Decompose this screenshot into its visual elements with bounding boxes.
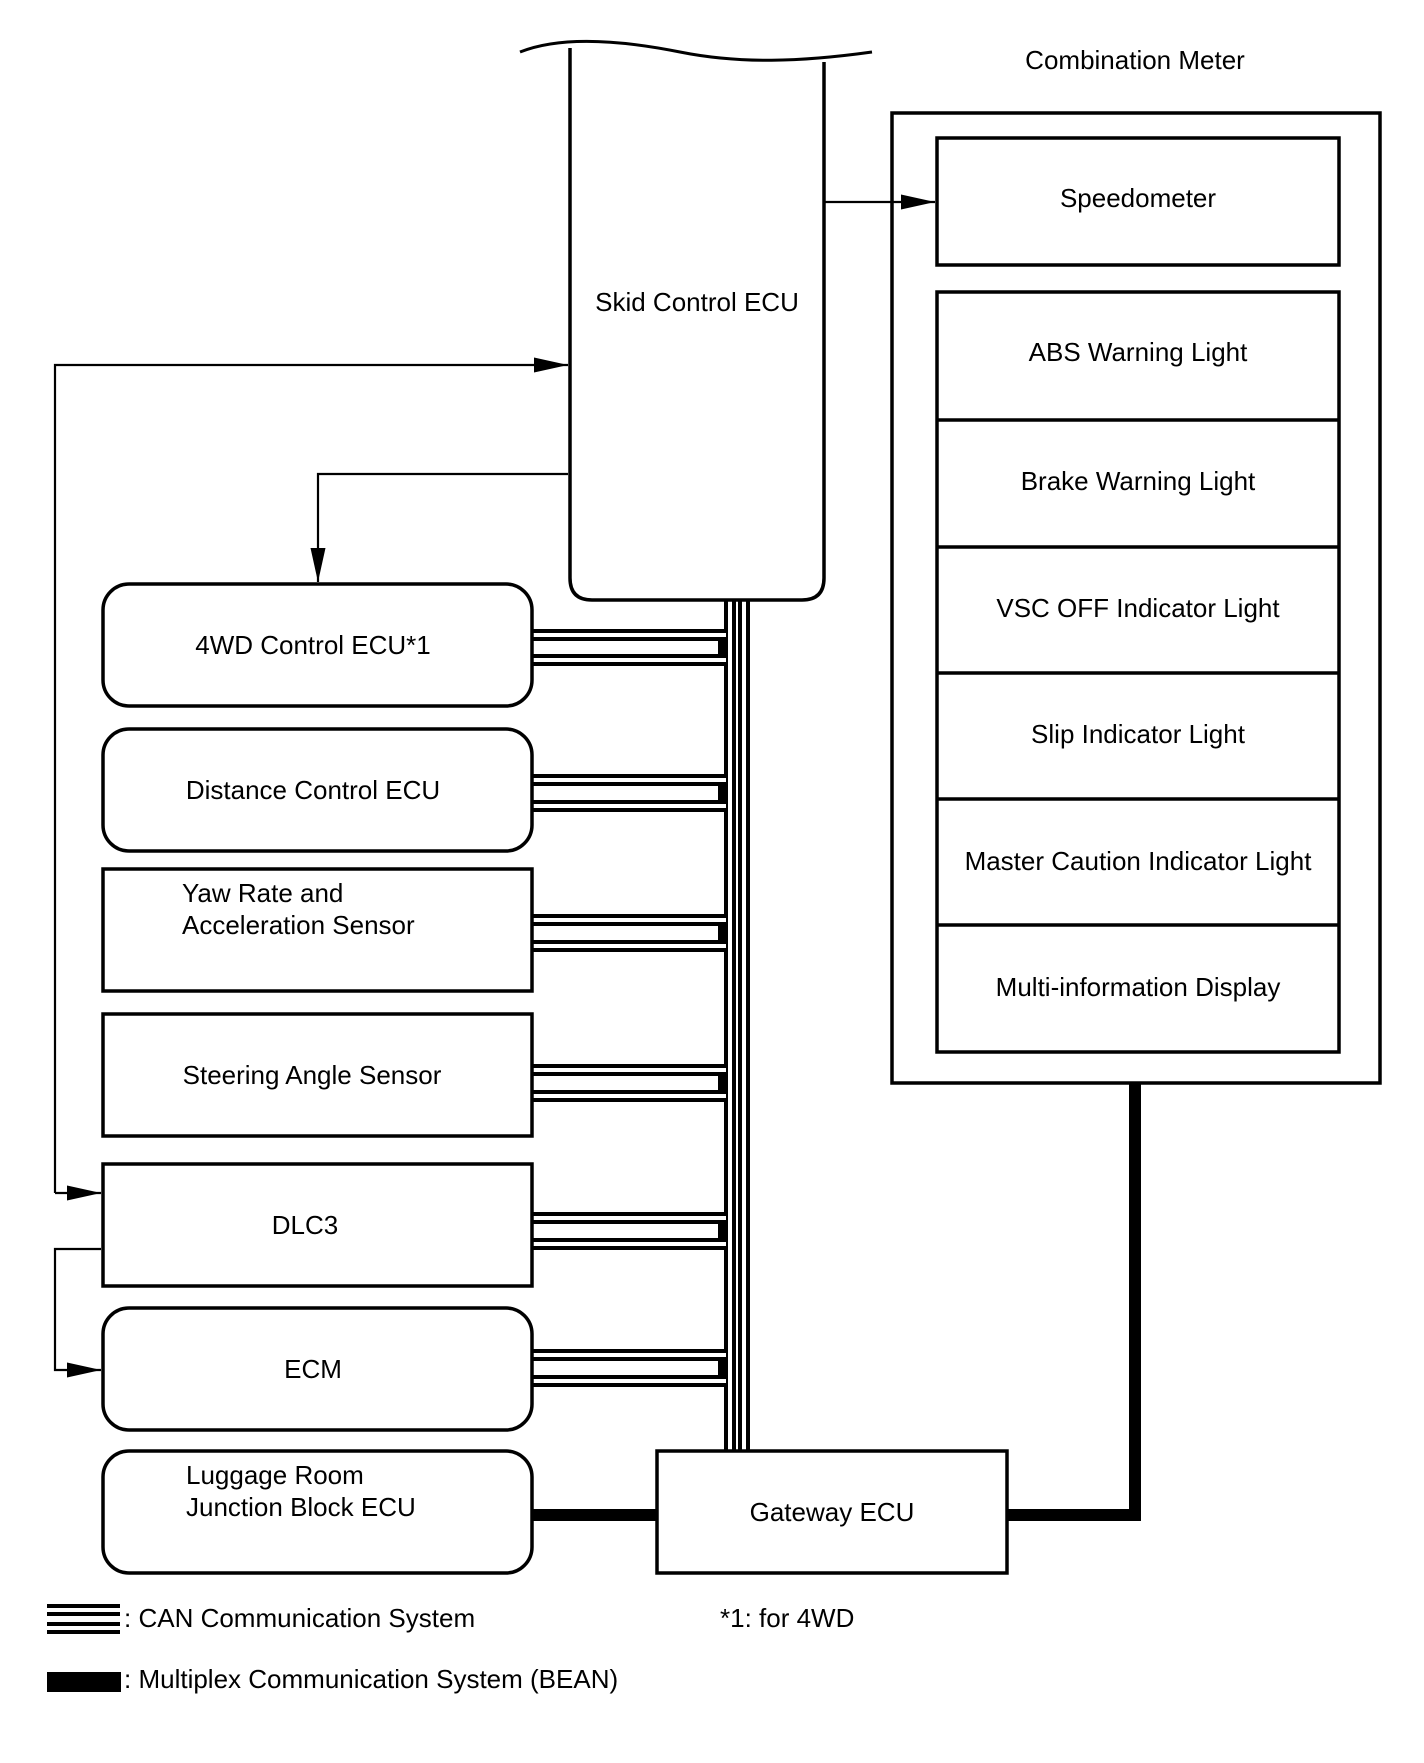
skid-control-ecu-label: Skid Control ECU xyxy=(595,286,799,317)
legend-can-label: : CAN Communication System xyxy=(124,1603,476,1633)
combination-meter-title: Combination Meter xyxy=(1025,44,1245,75)
ecm-shape xyxy=(101,1306,534,1432)
meter-item-slip-indicator: Slip Indicator Light xyxy=(1031,718,1245,749)
legend-bean-label: : Multiplex Communication System (BEAN) xyxy=(124,1664,619,1694)
distance-control-ecu-label: Distance Control ECU xyxy=(185,774,441,805)
gateway-ecu-shape xyxy=(655,1449,1009,1575)
skid-control-ecu-shape xyxy=(519,39,873,602)
bean-bus xyxy=(532,1082,1141,1521)
4wd-control-ecu-shape xyxy=(101,582,534,708)
can-bus xyxy=(532,600,750,1452)
meter-item-master-caution: Master Caution Indicator Light xyxy=(964,845,1312,876)
steering-angle-sensor-label: Steering Angle Sensor xyxy=(182,1059,442,1090)
combination-meter-frame xyxy=(890,111,1382,1085)
gateway-ecu-label: Gateway ECU xyxy=(749,1496,915,1527)
meter-item-brake-warning-light: Brake Warning Light xyxy=(1020,465,1256,496)
dlc3-shape xyxy=(101,1162,534,1288)
meter-item-vsc-off-indicator: VSC OFF Indicator Light xyxy=(996,592,1280,623)
meter-item-multi-info-display: Multi-information Display xyxy=(995,971,1281,1002)
meter-item-speedometer: Speedometer xyxy=(1059,182,1217,213)
ecm-label: ECM xyxy=(284,1353,342,1384)
yaw-rate-sensor-shape xyxy=(101,867,534,993)
distance-control-ecu-shape xyxy=(101,727,534,853)
4wd-control-ecu-label: 4WD Control ECU*1 xyxy=(195,629,431,660)
signal-lines xyxy=(53,194,935,1378)
yaw-rate-sensor-label: Yaw Rate and Acceleration Sensor xyxy=(182,877,415,941)
footnote-4wd: *1: for 4WD xyxy=(720,1603,855,1633)
steering-angle-sensor-shape xyxy=(101,1012,534,1138)
luggage-room-jb-ecu-shape xyxy=(101,1449,534,1575)
dlc3-label: DLC3 xyxy=(271,1209,339,1240)
legend-symbols xyxy=(47,1604,121,1692)
meter-item-abs-warning-light: ABS Warning Light xyxy=(1028,336,1248,367)
luggage-room-jb-ecu-label: Luggage Room Junction Block ECU xyxy=(186,1459,416,1523)
